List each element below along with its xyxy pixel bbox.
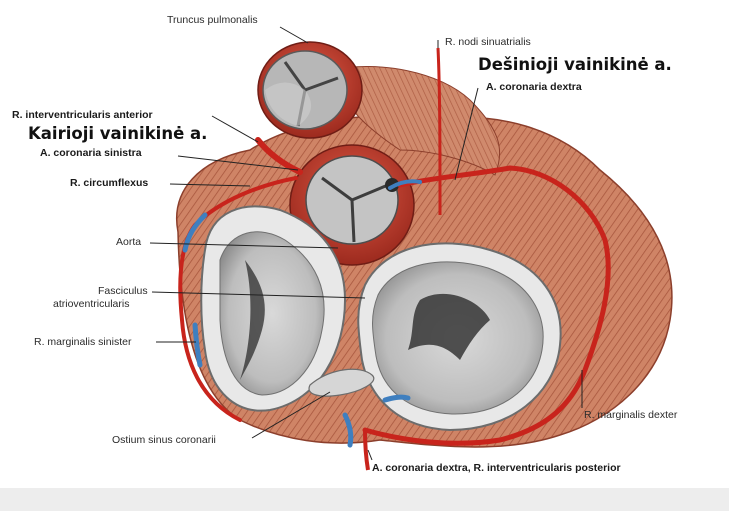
label-bottom-artery: A. coronaria dextra, R. interventricular… — [372, 462, 621, 474]
aortic-valve-cusps — [321, 176, 389, 243]
ostium-sinus-coronarii-shape — [308, 368, 375, 397]
label-desinioji-vainikine: Dešinioji vainikinė a. — [478, 55, 672, 74]
label-fasciculus-line1: Fasciculus — [98, 285, 148, 297]
circumflex-branch — [178, 176, 298, 422]
vein-left-upper — [182, 212, 208, 253]
label-r-marginalis-sinister: R. marginalis sinister — [34, 336, 132, 348]
label-truncus-pulmonalis: Truncus pulmonalis — [167, 14, 258, 26]
vein-bottom — [342, 412, 354, 448]
label-r-marginalis-dexter: R. marginalis dexter — [584, 409, 678, 421]
vein-aorta — [388, 179, 422, 190]
vein-bottom-right — [382, 394, 411, 403]
label-fasciculus-line2: atrioventricularis — [53, 298, 130, 310]
sinuatrial-nodal-branch — [436, 47, 442, 216]
posterior-interventricular-branch — [363, 429, 370, 471]
label-a-coronaria-sinistra: A. coronaria sinistra — [40, 147, 142, 159]
bottom-gray-bar — [0, 488, 729, 511]
label-r-interventricularis-anterior: R. interventricularis anterior — [12, 109, 153, 121]
leader-lines — [149, 26, 583, 461]
label-r-circumflexus: R. circumflexus — [70, 177, 149, 189]
label-ostium-sinus-coronarii: Ostium sinus coronarii — [112, 434, 216, 446]
atrial-muscle-band — [329, 66, 501, 176]
label-kairioji-vainikine: Kairioji vainikinė a. — [28, 124, 208, 143]
mitral-orifice — [219, 231, 325, 396]
right-coronary-artery — [362, 165, 611, 446]
label-aorta: Aorta — [116, 236, 142, 248]
label-r-nodi-sinuatrialis: R. nodi sinuatrialis — [445, 36, 531, 48]
label-a-coronaria-dextra: A. coronaria dextra — [486, 81, 582, 93]
vein-left-marginal — [192, 322, 203, 368]
